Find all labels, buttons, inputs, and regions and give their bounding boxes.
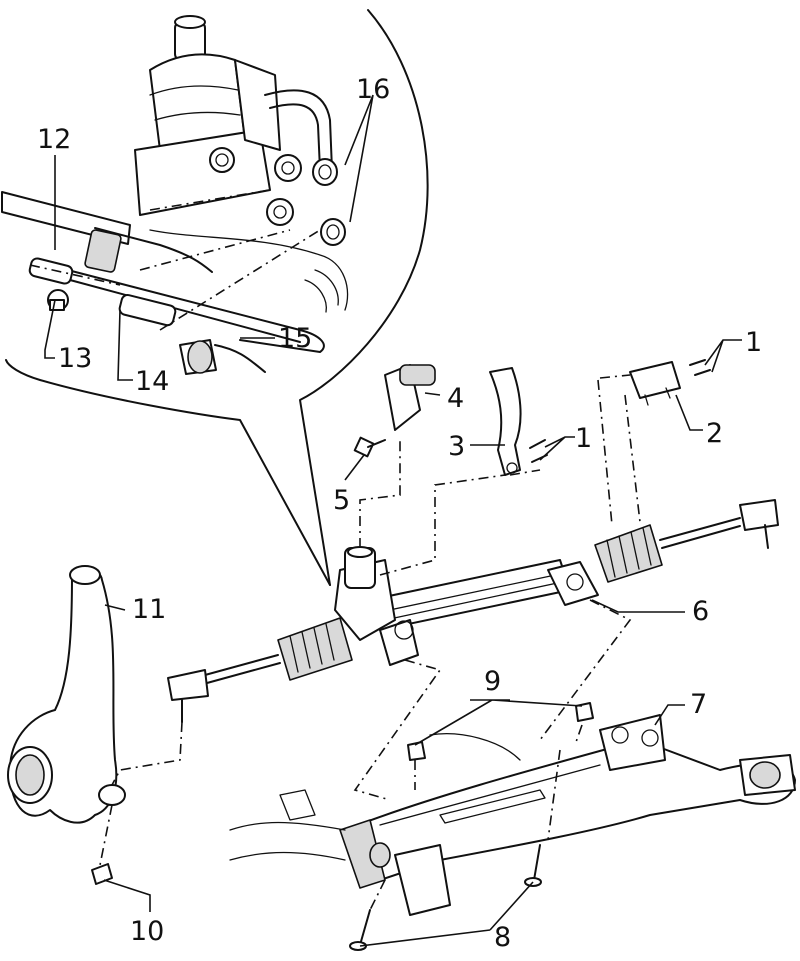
seal-washers bbox=[312, 158, 346, 246]
callout-9: 9 bbox=[484, 666, 501, 697]
callout-16: 16 bbox=[356, 74, 390, 105]
callout-7: 7 bbox=[690, 689, 707, 720]
callout-15: 15 bbox=[278, 323, 312, 354]
callout-labels: 1 1 2 3 4 5 6 7 8 9 10 11 12 13 14 15 16 bbox=[37, 74, 762, 953]
callout-12: 12 bbox=[37, 124, 71, 155]
hydraulic-lines bbox=[1, 191, 325, 375]
assembly-lines bbox=[29, 189, 641, 911]
part-3-bracket bbox=[489, 367, 548, 476]
detail-bubble bbox=[5, 9, 429, 586]
callout-10: 10 bbox=[130, 916, 164, 947]
callout-4: 4 bbox=[447, 383, 464, 414]
steering-knuckle bbox=[7, 565, 126, 885]
callout-3: 3 bbox=[448, 431, 465, 462]
callout-8: 8 bbox=[494, 922, 511, 953]
part-2-bracket bbox=[629, 359, 711, 406]
callout-2: 2 bbox=[706, 418, 723, 449]
callout-13: 13 bbox=[58, 343, 92, 374]
callout-6: 6 bbox=[692, 596, 709, 627]
part-5-bolt bbox=[353, 436, 386, 458]
subframe bbox=[229, 714, 796, 916]
leader-lines bbox=[44, 94, 742, 947]
steering-rack bbox=[167, 499, 779, 723]
steering-valve-housing bbox=[134, 15, 349, 313]
callout-11: 11 bbox=[132, 594, 166, 625]
fasteners bbox=[349, 702, 594, 951]
callout-5: 5 bbox=[333, 485, 350, 516]
callout-14: 14 bbox=[135, 366, 169, 397]
callout-1b: 1 bbox=[575, 423, 592, 454]
callout-1a: 1 bbox=[745, 327, 762, 358]
part-4-clamp bbox=[384, 364, 436, 431]
